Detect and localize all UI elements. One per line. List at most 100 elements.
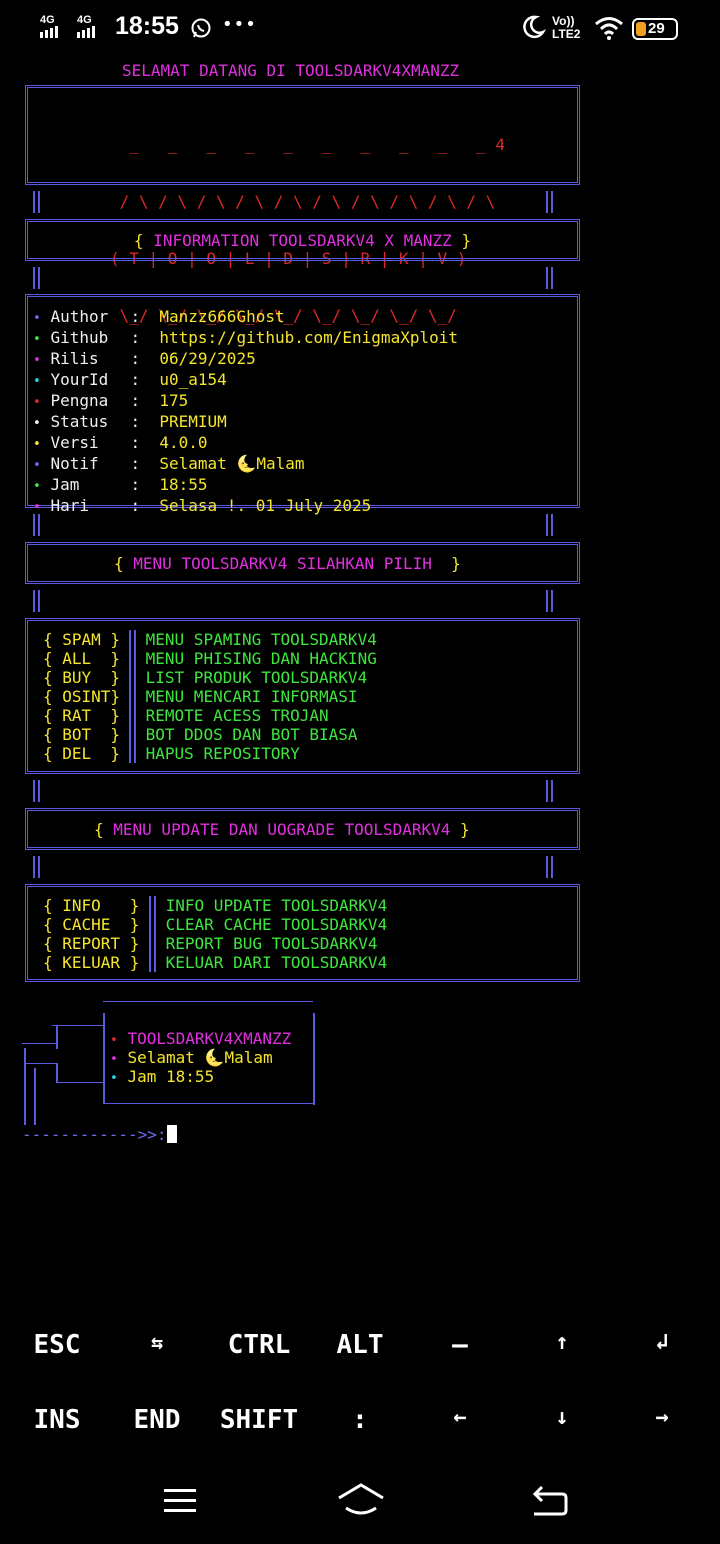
info-header: { INFORMATION TOOLSDARKV4 X MANZZ }: [133, 231, 472, 250]
enter-key[interactable]: ↲: [655, 1330, 669, 1355]
prompt-greeting: Selamat 🌜Malam: [127, 1048, 273, 1067]
menu-desc: REMOTE ACESS TROJAN: [145, 706, 329, 725]
volte-indicator: Vo)) LTE2: [552, 14, 581, 41]
connector-pipe: [33, 590, 40, 612]
down-arrow-key[interactable]: ↓: [555, 1405, 569, 1430]
alt-key[interactable]: ALT: [336, 1330, 384, 1360]
info-row: • Rilis: 06/29/2025: [33, 349, 458, 370]
menu-row[interactable]: { DEL } HAPUS REPOSITORY: [43, 744, 377, 763]
info-label: Jam: [50, 475, 80, 494]
info-separator: :: [130, 433, 160, 452]
prompt-arrow: ------------>>:: [22, 1125, 167, 1144]
menu-header: { MENU TOOLSDARKV4 SILAHKAN PILIH }: [114, 554, 461, 573]
tab-key[interactable]: ⇆: [150, 1330, 164, 1354]
info-label: Author: [50, 307, 109, 326]
ctrl-key[interactable]: CTRL: [227, 1330, 291, 1360]
navigation-bar: [0, 1460, 720, 1544]
connector-pipe: [546, 856, 553, 878]
menu-divider: [149, 915, 156, 934]
menu-header-box: { MENU TOOLSDARKV4 SILAHKAN PILIH }: [25, 542, 580, 584]
bullet: •: [33, 311, 41, 326]
menu-desc: LIST PRODUK TOOLSDARKV4: [145, 668, 368, 687]
info-label: Versi: [50, 433, 99, 452]
menu-list: { SPAM } MENU SPAMING TOOLSDARKV4{ ALL }…: [43, 630, 377, 763]
info-label: Notif: [50, 454, 99, 473]
menu-row[interactable]: { INFO } INFO UPDATE TOOLSDARKV4: [43, 896, 387, 915]
menu-row[interactable]: { KELUAR } KELUAR DARI TOOLSDARKV4: [43, 953, 387, 972]
connector-pipe: [546, 514, 553, 536]
menu-divider: [129, 668, 136, 687]
menu-row[interactable]: { BOT } BOT DDOS DAN BOT BIASA: [43, 725, 377, 744]
update-header: { MENU UPDATE DAN UOGRADE TOOLSDARKV4 }: [94, 820, 470, 839]
info-label: Pengna: [50, 391, 109, 410]
menu-divider: [129, 744, 136, 763]
welcome-text: SELAMAT DATANG DI TOOLSDARKV4XMANZZ: [122, 61, 460, 80]
back-icon[interactable]: [530, 1484, 570, 1522]
menu-row[interactable]: { RAT } REMOTE ACESS TROJAN: [43, 706, 377, 725]
info-value: Selamat 🌜Malam: [159, 454, 305, 473]
connector-pipe: [33, 267, 40, 289]
info-label: YourId: [50, 370, 109, 389]
menu-row[interactable]: { CACHE } CLEAR CACHE TOOLSDARKV4: [43, 915, 387, 934]
menu-row[interactable]: { SPAM } MENU SPAMING TOOLSDARKV4: [43, 630, 377, 649]
info-row: • Status: PREMIUM: [33, 412, 458, 433]
menu-row[interactable]: { ALL } MENU PHISING DAN HACKING: [43, 649, 377, 668]
esc-key[interactable]: ESC: [33, 1330, 81, 1360]
info-label: Rilis: [50, 349, 99, 368]
info-value: 4.0.0: [159, 433, 208, 452]
menu-desc: MENU MENCARI INFORMASI: [145, 687, 358, 706]
menu-row[interactable]: { REPORT } REPORT BUG TOOLSDARKV4: [43, 934, 387, 953]
connector-pipe: [33, 856, 40, 878]
menu-key: { BOT }: [43, 725, 121, 744]
banner-box: _ _ _ _ _ _ _ _ _ _ 4 / \ / \ / \ / \ / …: [25, 85, 580, 325]
banner-line-4: \_/ \_/ \_/ \_/ \_/ \_/ \_/ \_/ \_/: [110, 306, 457, 325]
menu-key: { SPAM }: [43, 630, 121, 649]
right-arrow-key[interactable]: →: [655, 1405, 669, 1430]
end-key[interactable]: END: [133, 1405, 181, 1435]
dash-key[interactable]: —: [452, 1330, 468, 1360]
menu-row[interactable]: { OSINT} MENU MENCARI INFORMASI: [43, 687, 377, 706]
menu-divider: [149, 953, 156, 972]
battery-icon: 29: [632, 18, 678, 40]
ins-key[interactable]: INS: [33, 1405, 81, 1435]
info-separator: :: [130, 475, 160, 494]
terminal-output[interactable]: SELAMAT DATANG DI TOOLSDARKV4XMANZZ _ _ …: [0, 58, 720, 1308]
bullet: •: [33, 458, 41, 473]
info-separator: :: [130, 370, 160, 389]
shift-key[interactable]: SHIFT: [219, 1405, 299, 1435]
menu-divider: [149, 934, 156, 953]
info-value: u0_a154: [159, 370, 227, 389]
menu-key: { BUY }: [43, 668, 121, 687]
signal-icon-1: [40, 26, 58, 38]
bullet: •: [33, 353, 41, 368]
command-prompt[interactable]: ------------>>:: [22, 1125, 177, 1144]
menu-row[interactable]: { BUY } LIST PRODUK TOOLSDARKV4: [43, 668, 377, 687]
home-icon[interactable]: [336, 1482, 386, 1522]
connector-pipe: [33, 191, 40, 213]
do-not-disturb-icon: [520, 14, 547, 44]
menu-desc: HAPUS REPOSITORY: [145, 744, 300, 763]
info-box: • Author: Manzz666Ghost• Github: https:/…: [25, 294, 580, 515]
signal-icon-2: [77, 26, 95, 38]
info-label: Github: [50, 328, 109, 347]
info-row: • YourId: u0_a154: [33, 370, 458, 391]
bullet: •: [33, 332, 41, 347]
menu-key: { OSINT}: [43, 687, 121, 706]
connector-pipe: [546, 780, 553, 802]
colon-key[interactable]: :: [352, 1405, 368, 1435]
info-row: • Github: https://github.com/EnigmaXploi…: [33, 328, 458, 349]
menu-desc: INFO UPDATE TOOLSDARKV4: [165, 896, 388, 915]
connector-pipe: [546, 191, 553, 213]
battery-level: 29: [648, 20, 665, 37]
bullet: •: [33, 374, 41, 389]
info-separator: :: [130, 307, 160, 326]
info-separator: :: [130, 412, 160, 431]
bullet: •: [33, 395, 41, 410]
left-arrow-key[interactable]: ←: [453, 1405, 467, 1430]
up-arrow-key[interactable]: ↑: [555, 1330, 569, 1355]
clock: 18:55: [115, 12, 179, 40]
info-label: Status: [50, 412, 109, 431]
menu-icon[interactable]: [162, 1486, 198, 1520]
prompt-clock: Jam 18:55: [127, 1067, 215, 1086]
menu-divider: [149, 896, 156, 915]
